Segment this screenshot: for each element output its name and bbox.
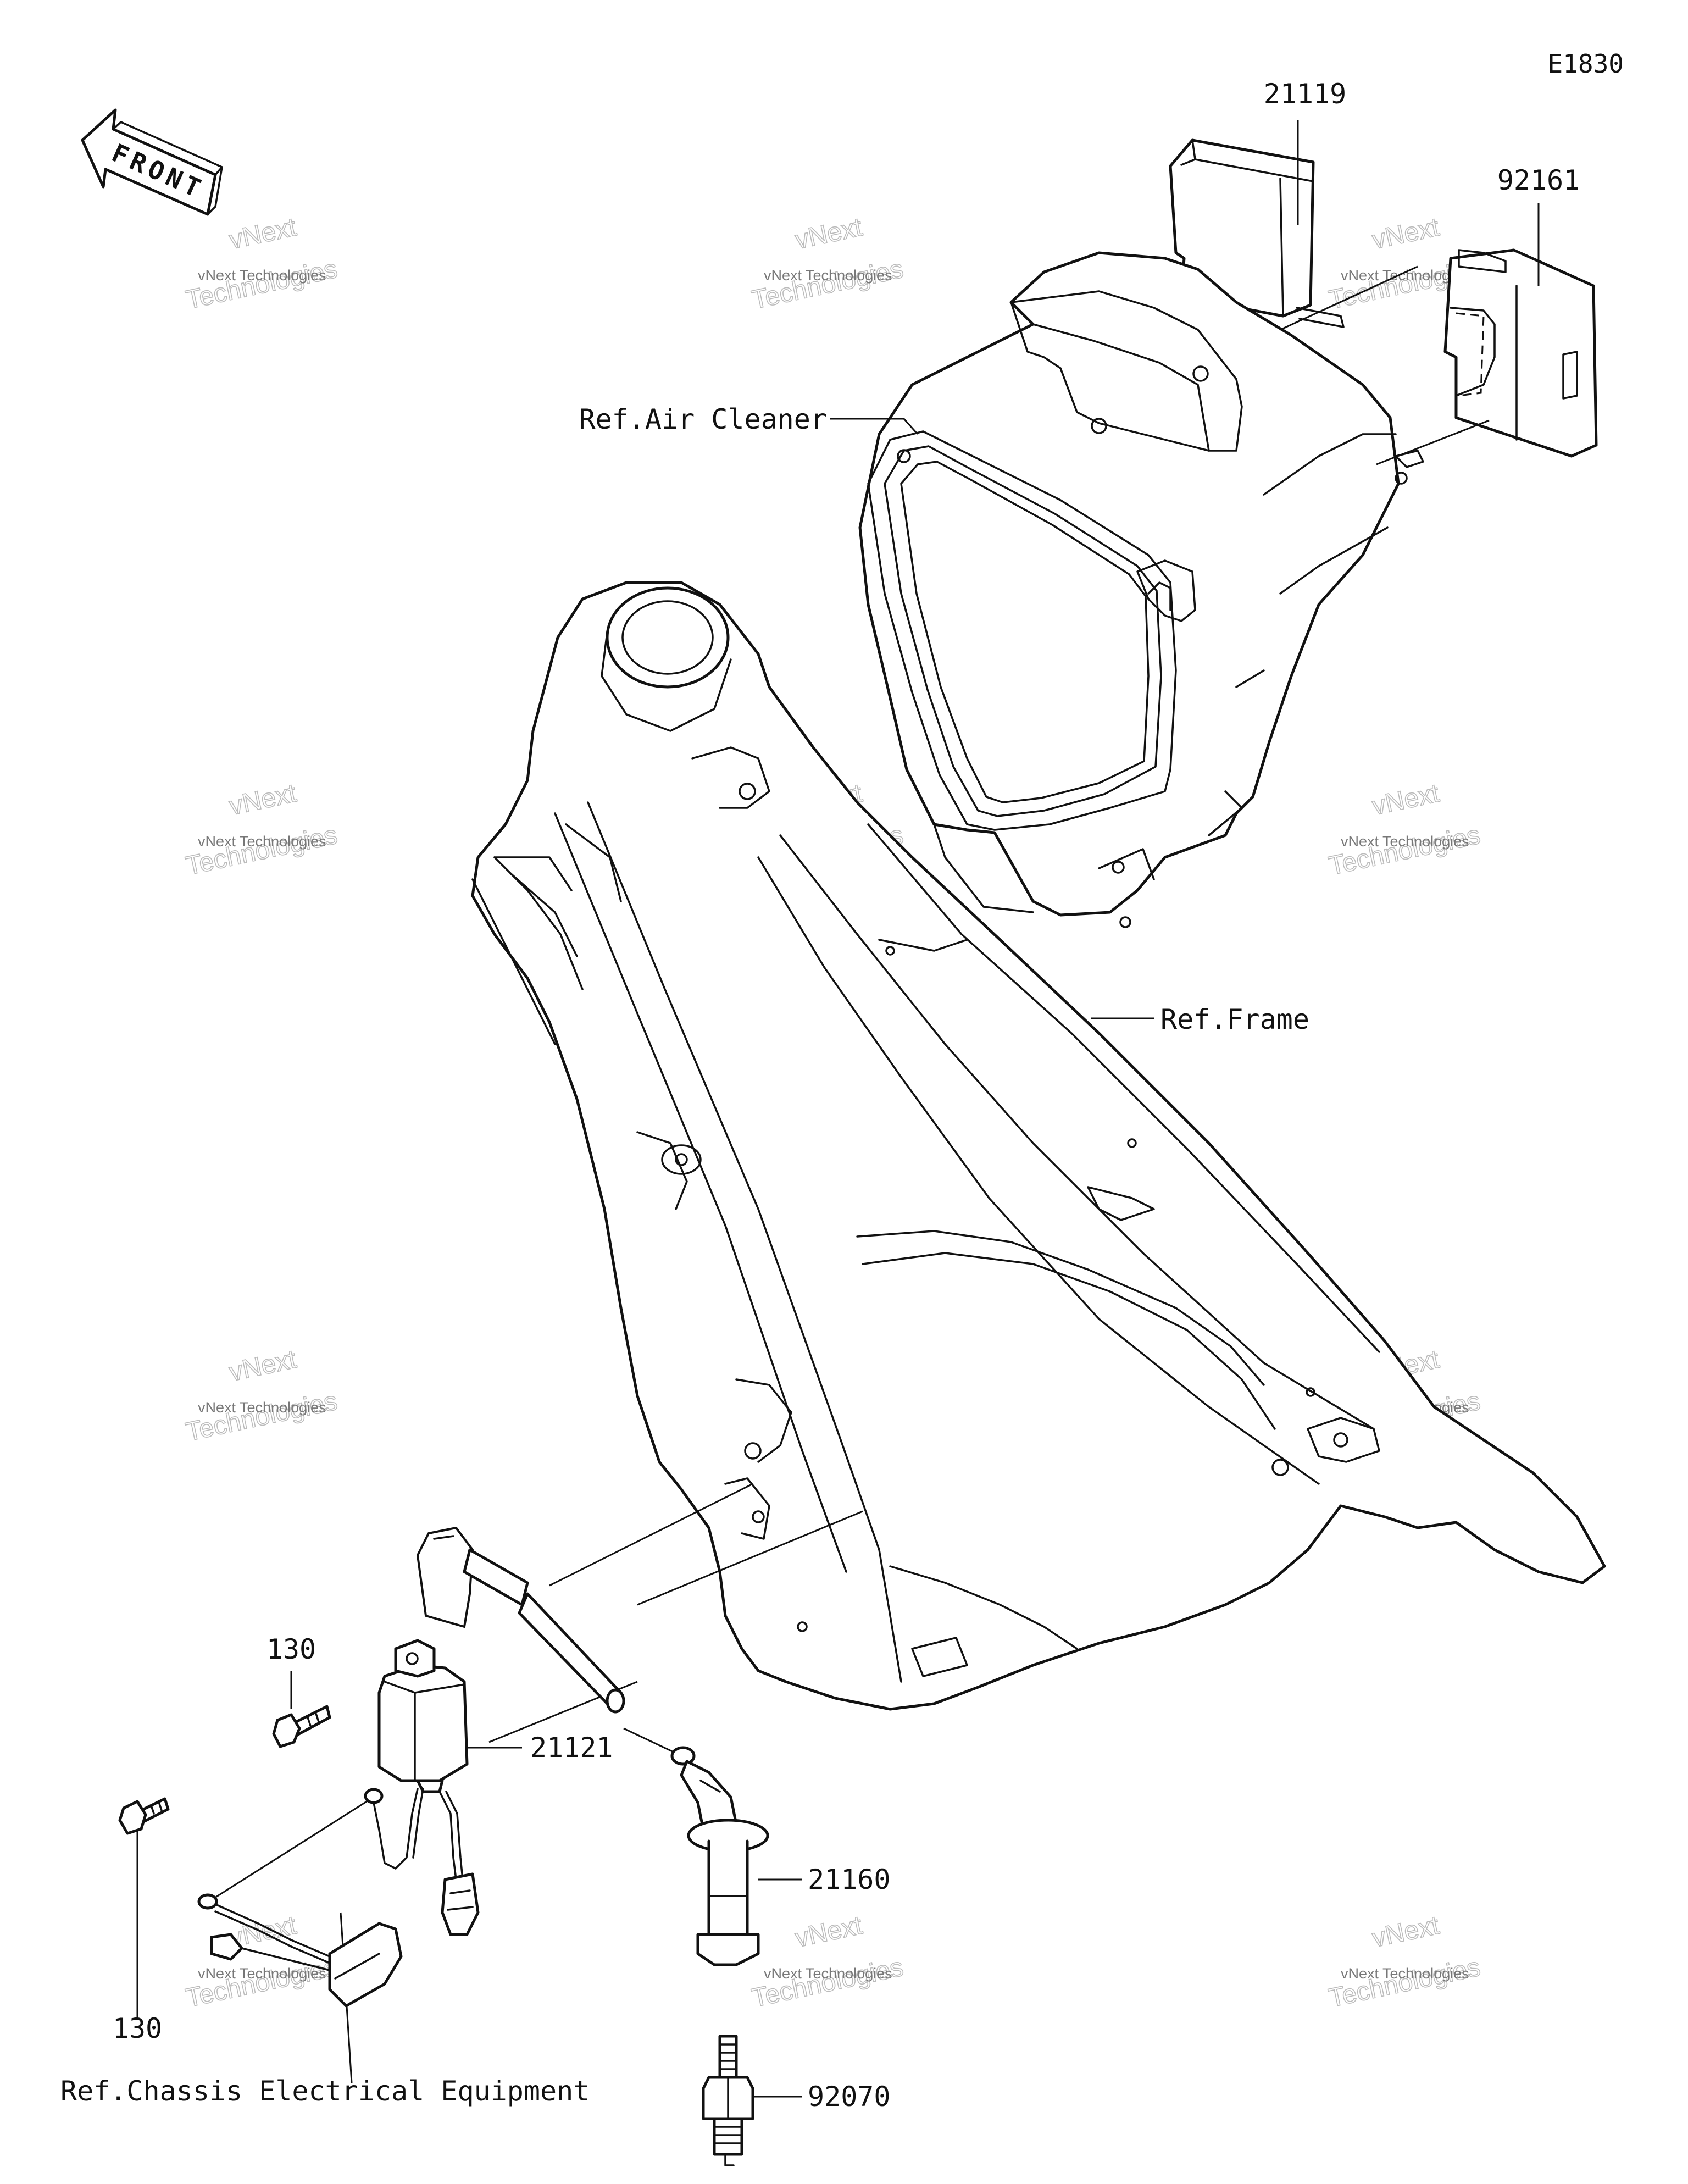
watermark-company: Technologies — [184, 1953, 340, 2013]
part-number-130-upper[interactable]: 130 — [266, 1633, 316, 1665]
part-92070-spark-plug — [702, 2035, 754, 2166]
watermark-brand: vNext — [793, 1911, 865, 1953]
watermark-company: Technologies — [749, 254, 906, 315]
part-130-bolt-lower — [118, 1797, 170, 1835]
watermark-company: Technologies — [1326, 821, 1483, 881]
ref-air-cleaner-housing — [858, 251, 1424, 928]
part-21160-plug-cap — [670, 1746, 769, 1966]
watermark-company: Technologies — [749, 1953, 906, 2013]
part-130-bolt-upper — [272, 1705, 331, 1748]
watermark-text: vNext Technologies — [198, 267, 326, 284]
watermark-text: vNext Technologies — [198, 1399, 326, 1416]
front-arrow-icon: FRONT — [81, 108, 223, 216]
watermark-brand: vNext — [227, 1345, 299, 1387]
watermark-text: vNext Technologies — [764, 1965, 892, 1982]
watermark-text: vNext Technologies — [764, 267, 892, 284]
watermark-company: Technologies — [1326, 1953, 1483, 2013]
ref-chassis-electrical-label[interactable]: Ref.Chassis Electrical Equipment — [60, 2075, 590, 2107]
ref-frame — [471, 581, 1606, 1711]
part-92161-bracket — [1443, 248, 1598, 458]
watermark-text: vNext Technologies — [1341, 833, 1469, 850]
watermark-text: vNext Technologies — [1341, 1965, 1469, 1982]
watermark-brand: vNext — [227, 213, 299, 255]
part-21119-module — [1169, 138, 1345, 328]
part-number-92070[interactable]: 92070 — [808, 2081, 891, 2113]
watermark-text: vNext Technologies — [1341, 267, 1469, 284]
watermark-text: vNext Technologies — [198, 833, 326, 850]
part-number-21160[interactable]: 21160 — [808, 1864, 891, 1895]
watermark-brand: vNext — [227, 779, 299, 821]
watermark-brand: vNext — [1370, 1911, 1442, 1953]
part-number-130-lower[interactable]: 130 — [113, 2013, 162, 2044]
watermark-company: Technologies — [184, 821, 340, 881]
chassis-ground-wire — [197, 1893, 403, 2008]
watermark-company: Technologies — [184, 254, 340, 315]
diagram-code: E1830 — [1548, 49, 1624, 79]
leader-lines — [136, 120, 1540, 2098]
watermark-brand: vNext — [1370, 213, 1442, 255]
part-21121-ignition-coil — [364, 1527, 625, 1936]
part-number-92161[interactable]: 92161 — [1497, 164, 1580, 196]
part-number-21121[interactable]: 21121 — [530, 1732, 613, 1764]
watermark-brand: vNext — [793, 213, 865, 255]
ref-air-cleaner-label[interactable]: Ref.Air Cleaner — [579, 403, 827, 435]
watermark-text: vNext Technologies — [198, 1965, 326, 1982]
watermark-brand: vNext — [1370, 779, 1442, 821]
ref-frame-label[interactable]: Ref.Frame — [1160, 1004, 1309, 1035]
watermark-company: Technologies — [184, 1387, 340, 1447]
part-number-21119[interactable]: 21119 — [1264, 78, 1347, 110]
